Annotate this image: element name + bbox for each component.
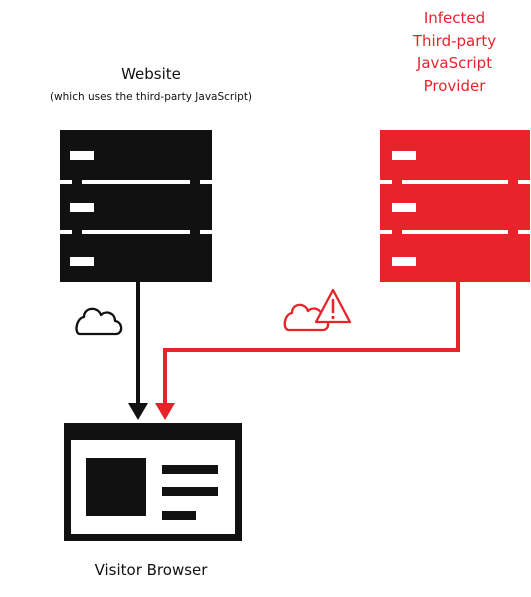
edge-provider-to-browser — [155, 282, 460, 420]
provider-label: Infected Third-party JavaScript Provider — [378, 7, 531, 97]
provider-server-icon — [380, 130, 530, 282]
browser-window-icon — [64, 423, 242, 541]
website-subtitle: (which uses the third-party JavaScript) — [49, 91, 253, 103]
website-server-icon — [60, 130, 212, 282]
cloud-icon — [75, 307, 123, 336]
provider-label-line-2: Third-party — [412, 31, 497, 50]
edge-website-to-browser — [128, 282, 148, 420]
browser-label: Visitor Browser — [94, 561, 208, 579]
cloud-warning-icon — [283, 288, 352, 332]
provider-label-line-1: Infected — [423, 9, 486, 27]
website-label: Website — [121, 65, 181, 83]
provider-label-line-4: Provider — [423, 76, 486, 95]
provider-label-line-3: JavaScript — [416, 54, 493, 72]
